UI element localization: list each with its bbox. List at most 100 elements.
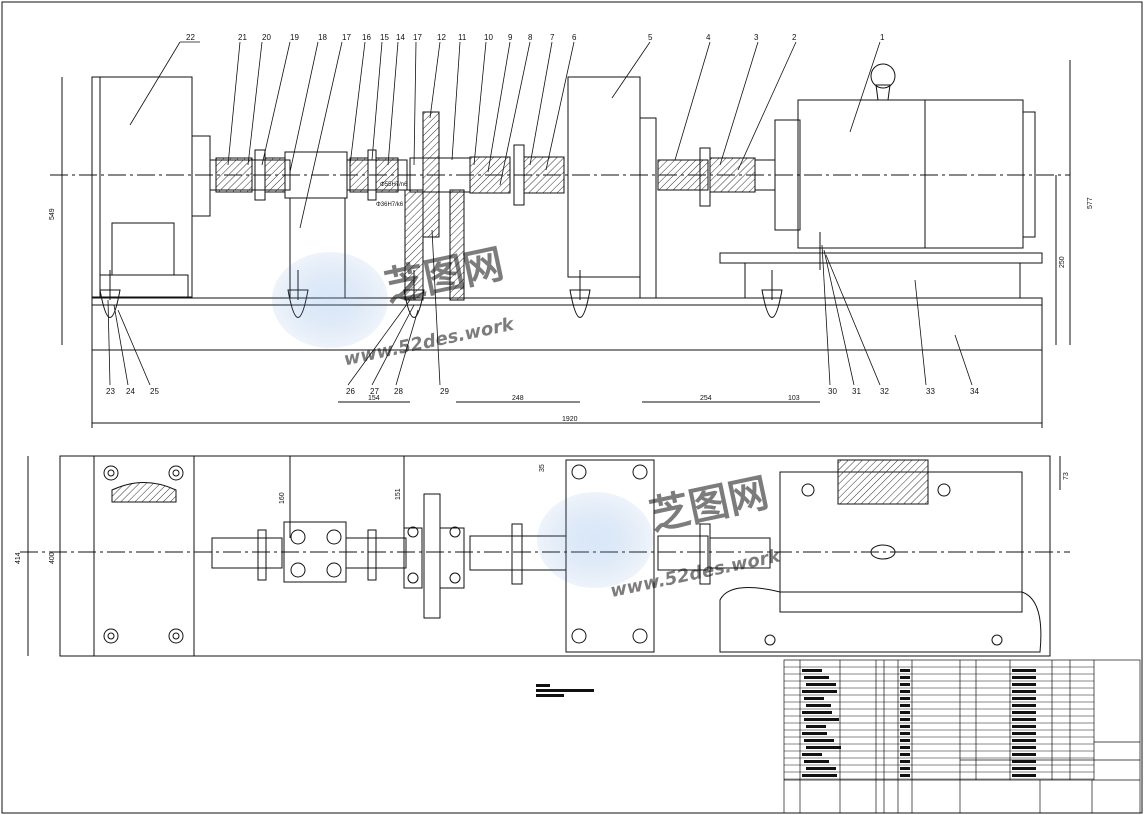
- parts-cell-mark: [802, 690, 837, 693]
- balloon-31: 31: [852, 387, 861, 396]
- left-dynamometer: [91, 76, 193, 298]
- balloon-4: 4: [706, 33, 711, 42]
- parts-cell-mark: [1012, 718, 1036, 721]
- plan-dims: 414 400 160 151 35 73: [15, 464, 1070, 564]
- parts-cell-mark: [806, 746, 841, 749]
- dim-width-inner: 400: [49, 552, 56, 564]
- parts-cell-mark: [1012, 746, 1036, 749]
- elevation-dims: 549 577 250 154 248 254 103 1920: [49, 197, 1094, 423]
- parts-cell-mark: [802, 753, 822, 756]
- balloon-6: 6: [572, 33, 577, 42]
- balloon-2: 2: [792, 33, 797, 42]
- balloon-21: 21: [238, 33, 247, 42]
- watermark: 芝图网 www.52des.work 芝图网 www.52des.work: [272, 241, 783, 602]
- dim-width-outer: 414: [15, 552, 22, 564]
- parts-cell-mark: [900, 732, 910, 735]
- dim-offset-b: 151: [395, 488, 402, 500]
- balloon-10: 10: [484, 33, 493, 42]
- dim-right-height: 577: [1087, 197, 1094, 209]
- dyno-stand: [111, 222, 175, 276]
- parts-cell-mark: [806, 683, 836, 686]
- balloon-11: 11: [458, 33, 467, 42]
- parts-cell-mark: [900, 774, 910, 777]
- dim-small-top: 35: [539, 464, 546, 472]
- bottom-leaders: [107, 229, 973, 386]
- parts-cell-mark: [804, 760, 829, 763]
- balloon-32: 32: [880, 387, 889, 396]
- dim-right-top: 73: [1063, 472, 1070, 480]
- motor-eyebolt: [870, 63, 896, 89]
- balloon-26: 26: [346, 387, 355, 396]
- dim-span-c: 254: [700, 395, 712, 402]
- balloon-24: 24: [126, 387, 135, 396]
- dim-offset-a: 160: [279, 492, 286, 504]
- elevation-view: [50, 60, 1071, 428]
- parts-cell-mark: [804, 676, 829, 679]
- dim-span-a: 154: [368, 395, 380, 402]
- balloon-14: 14: [396, 33, 405, 42]
- fit-labels: Φ55H7/n6 Φ36H7/k6: [376, 182, 408, 208]
- balloon-19: 19: [290, 33, 299, 42]
- parts-cell-mark: [900, 697, 910, 700]
- balloon-12: 12: [437, 33, 446, 42]
- parts-cell-mark: [900, 669, 910, 672]
- parts-cell-mark: [900, 718, 910, 721]
- parts-cell-mark: [1012, 697, 1036, 700]
- parts-cell-mark: [802, 732, 827, 735]
- parts-cell-mark: [1012, 669, 1036, 672]
- parts-cell-mark: [900, 676, 910, 679]
- motor-base: [719, 252, 1043, 264]
- balloon-27: 27: [370, 387, 379, 396]
- parts-cell-mark: [804, 697, 824, 700]
- parts-cell-mark: [900, 725, 910, 728]
- top-balloons: 22 21 20 19 18 17 16 15 14 17 12 11 10 9…: [186, 33, 885, 42]
- balloon-17b: 17: [413, 33, 422, 42]
- parts-list-marks: [802, 669, 1036, 777]
- balloon-23: 23: [106, 387, 115, 396]
- flywheel-gear: [422, 111, 440, 238]
- middle-dynamometer: [567, 76, 641, 278]
- balloon-15: 15: [380, 33, 389, 42]
- title-block: [783, 659, 1141, 814]
- parts-cell-mark: [1012, 676, 1036, 679]
- balloon-8: 8: [528, 33, 533, 42]
- parts-cell-mark: [900, 767, 910, 770]
- parts-cell-mark: [1012, 704, 1036, 707]
- parts-cell-mark: [900, 760, 910, 763]
- parts-cell-mark: [1012, 760, 1036, 763]
- parts-cell-mark: [804, 718, 839, 721]
- watermark-brand-1: 芝图网: [381, 241, 508, 311]
- dim-right-small: 250: [1059, 256, 1066, 268]
- parts-cell-mark: [804, 739, 834, 742]
- flywheel-plan: [423, 493, 441, 619]
- top-leaders: [129, 41, 881, 229]
- dim-span-d: 103: [788, 395, 800, 402]
- technical-notes: [536, 684, 594, 697]
- parts-cell-mark: [1012, 774, 1036, 777]
- left-dyno-plan: [93, 455, 195, 657]
- parts-cell-mark: [1012, 711, 1036, 714]
- balloon-29: 29: [440, 387, 449, 396]
- parts-cell-mark: [1012, 690, 1036, 693]
- balloon-9: 9: [508, 33, 513, 42]
- watermark-globe-2: [537, 492, 653, 588]
- bottom-balloons: 23 24 25 26 27 28 29 30 31 32 33 34: [106, 387, 979, 396]
- motor: [797, 99, 1024, 249]
- balloon-33: 33: [926, 387, 935, 396]
- parts-cell-mark: [806, 767, 836, 770]
- parts-cell-mark: [900, 746, 910, 749]
- balloon-34: 34: [970, 387, 979, 396]
- parts-cell-mark: [1012, 739, 1036, 742]
- balloon-28: 28: [394, 387, 403, 396]
- dim-span-b: 248: [512, 395, 524, 402]
- parts-cell-mark: [806, 725, 826, 728]
- parts-cell-mark: [900, 690, 910, 693]
- parts-cell-mark: [1012, 725, 1036, 728]
- balloon-22: 22: [186, 33, 195, 42]
- parts-cell-mark: [900, 753, 910, 756]
- balloon-1: 1: [880, 33, 885, 42]
- balloon-18: 18: [318, 33, 327, 42]
- balloon-3: 3: [754, 33, 759, 42]
- parts-cell-mark: [1012, 732, 1036, 735]
